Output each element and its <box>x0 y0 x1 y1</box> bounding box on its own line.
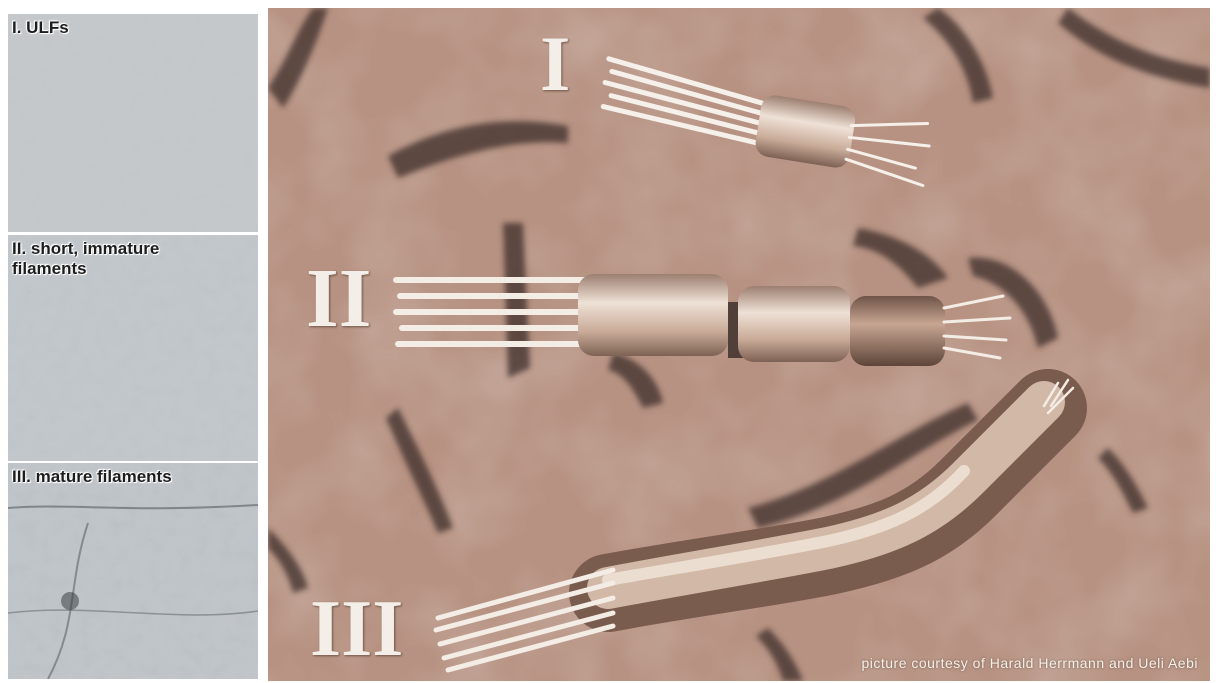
micrograph-ulfs: I. ULFs <box>8 14 258 232</box>
stage-label-two: II <box>306 256 371 342</box>
micrograph-short-immature-filaments: II. short, immature filaments <box>8 235 258 461</box>
image-credit: picture courtesy of Harald Herrmann and … <box>861 655 1198 671</box>
stage-label-one: I <box>540 24 570 104</box>
illustration-artwork <box>268 8 1210 681</box>
micrograph-texture <box>8 463 258 679</box>
panel-label-mature: III. mature filaments <box>12 467 172 487</box>
panel-label-short-immature: II. short, immature filaments <box>12 239 159 279</box>
micrograph-mature-filaments: III. mature filaments <box>8 463 258 679</box>
stage-label-three: III <box>310 588 403 670</box>
micrograph-texture <box>8 14 258 232</box>
filament-assembly-illustration: I II III picture courtesy of Harald Herr… <box>268 8 1210 681</box>
panel-label-ulfs: I. ULFs <box>12 18 69 38</box>
